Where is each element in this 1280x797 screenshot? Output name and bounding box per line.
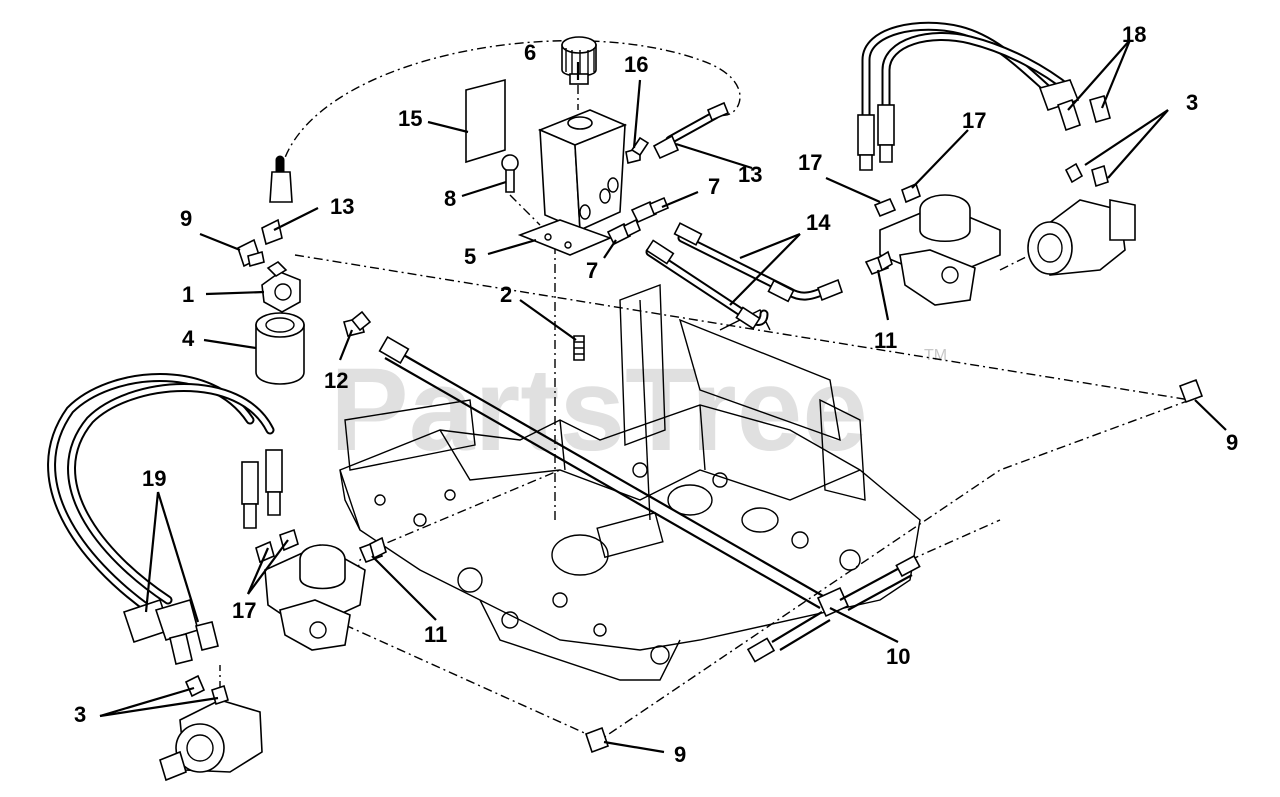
- fitting-9-right: [1178, 378, 1204, 404]
- hydraulic-pump-left: [255, 528, 366, 651]
- callout-9-right: 9: [1226, 430, 1238, 455]
- fitting-7-upper: [630, 196, 670, 224]
- callout-3-bottom: 3: [74, 702, 86, 727]
- callout-15: 15: [398, 106, 422, 131]
- wheel-motor-left: [159, 674, 263, 782]
- screw-8: [501, 154, 519, 193]
- frame-chassis: [339, 284, 921, 681]
- fitting-9-bottom: [584, 726, 610, 754]
- watermark-text: PartsTree: [330, 344, 868, 476]
- callout-11-bottom: 11: [424, 622, 447, 647]
- callout-18: 18: [1122, 22, 1146, 47]
- tube-10: [378, 335, 921, 663]
- callout-17-bottom: 17: [232, 598, 256, 623]
- hoses-18: [857, 21, 1111, 171]
- callout-9-left: 9: [180, 206, 192, 231]
- callout-14: 14: [806, 210, 831, 235]
- hose-14: [645, 222, 843, 330]
- hose-13-right: [652, 101, 730, 160]
- callout-4: 4: [182, 326, 195, 351]
- fitting-7-lower: [606, 218, 642, 246]
- fitting-11-bottom: [358, 536, 387, 564]
- callout-12: 12: [324, 368, 348, 393]
- hoses-19: [47, 373, 283, 665]
- fitting-9-left: [237, 238, 265, 268]
- callout-3-top: 3: [1186, 90, 1198, 115]
- callout-13-left: 13: [330, 194, 354, 219]
- callout-19: 19: [142, 466, 166, 491]
- fitting-12: [343, 310, 372, 337]
- callout-16: 16: [624, 52, 648, 77]
- callouts: 18 3 6 16 15 17 17 13 13 9 8 7 14 5 7 1 …: [74, 22, 1238, 767]
- callout-5: 5: [464, 244, 476, 269]
- callout-11-right: 11: [874, 328, 897, 353]
- hose-13-left: [261, 155, 293, 246]
- callout-2: 2: [500, 282, 512, 307]
- callout-7-upper: 7: [708, 174, 720, 199]
- oil-filter: [255, 312, 305, 385]
- callout-8: 8: [444, 186, 456, 211]
- elbow-fitting: [625, 136, 650, 164]
- callout-10: 10: [886, 644, 910, 669]
- callout-7-lower: 7: [586, 258, 598, 283]
- hydraulic-tank: [517, 109, 628, 256]
- watermark-tm: TM: [924, 347, 947, 364]
- screw-2: [573, 335, 585, 361]
- leader-lines: [99, 39, 1227, 754]
- wheel-motor-right: [1027, 162, 1136, 276]
- fitting-11-right: [864, 250, 893, 276]
- callout-17-top-right: 17: [962, 108, 986, 133]
- callout-6: 6: [524, 40, 536, 65]
- callout-13-right: 13: [738, 162, 762, 187]
- callout-1: 1: [182, 282, 194, 307]
- callout-9-bottom: 9: [674, 742, 686, 767]
- callout-17-top-left: 17: [798, 150, 822, 175]
- hydraulic-pump-right: [873, 182, 1001, 306]
- decal: [465, 78, 506, 164]
- filter-head: [261, 260, 301, 313]
